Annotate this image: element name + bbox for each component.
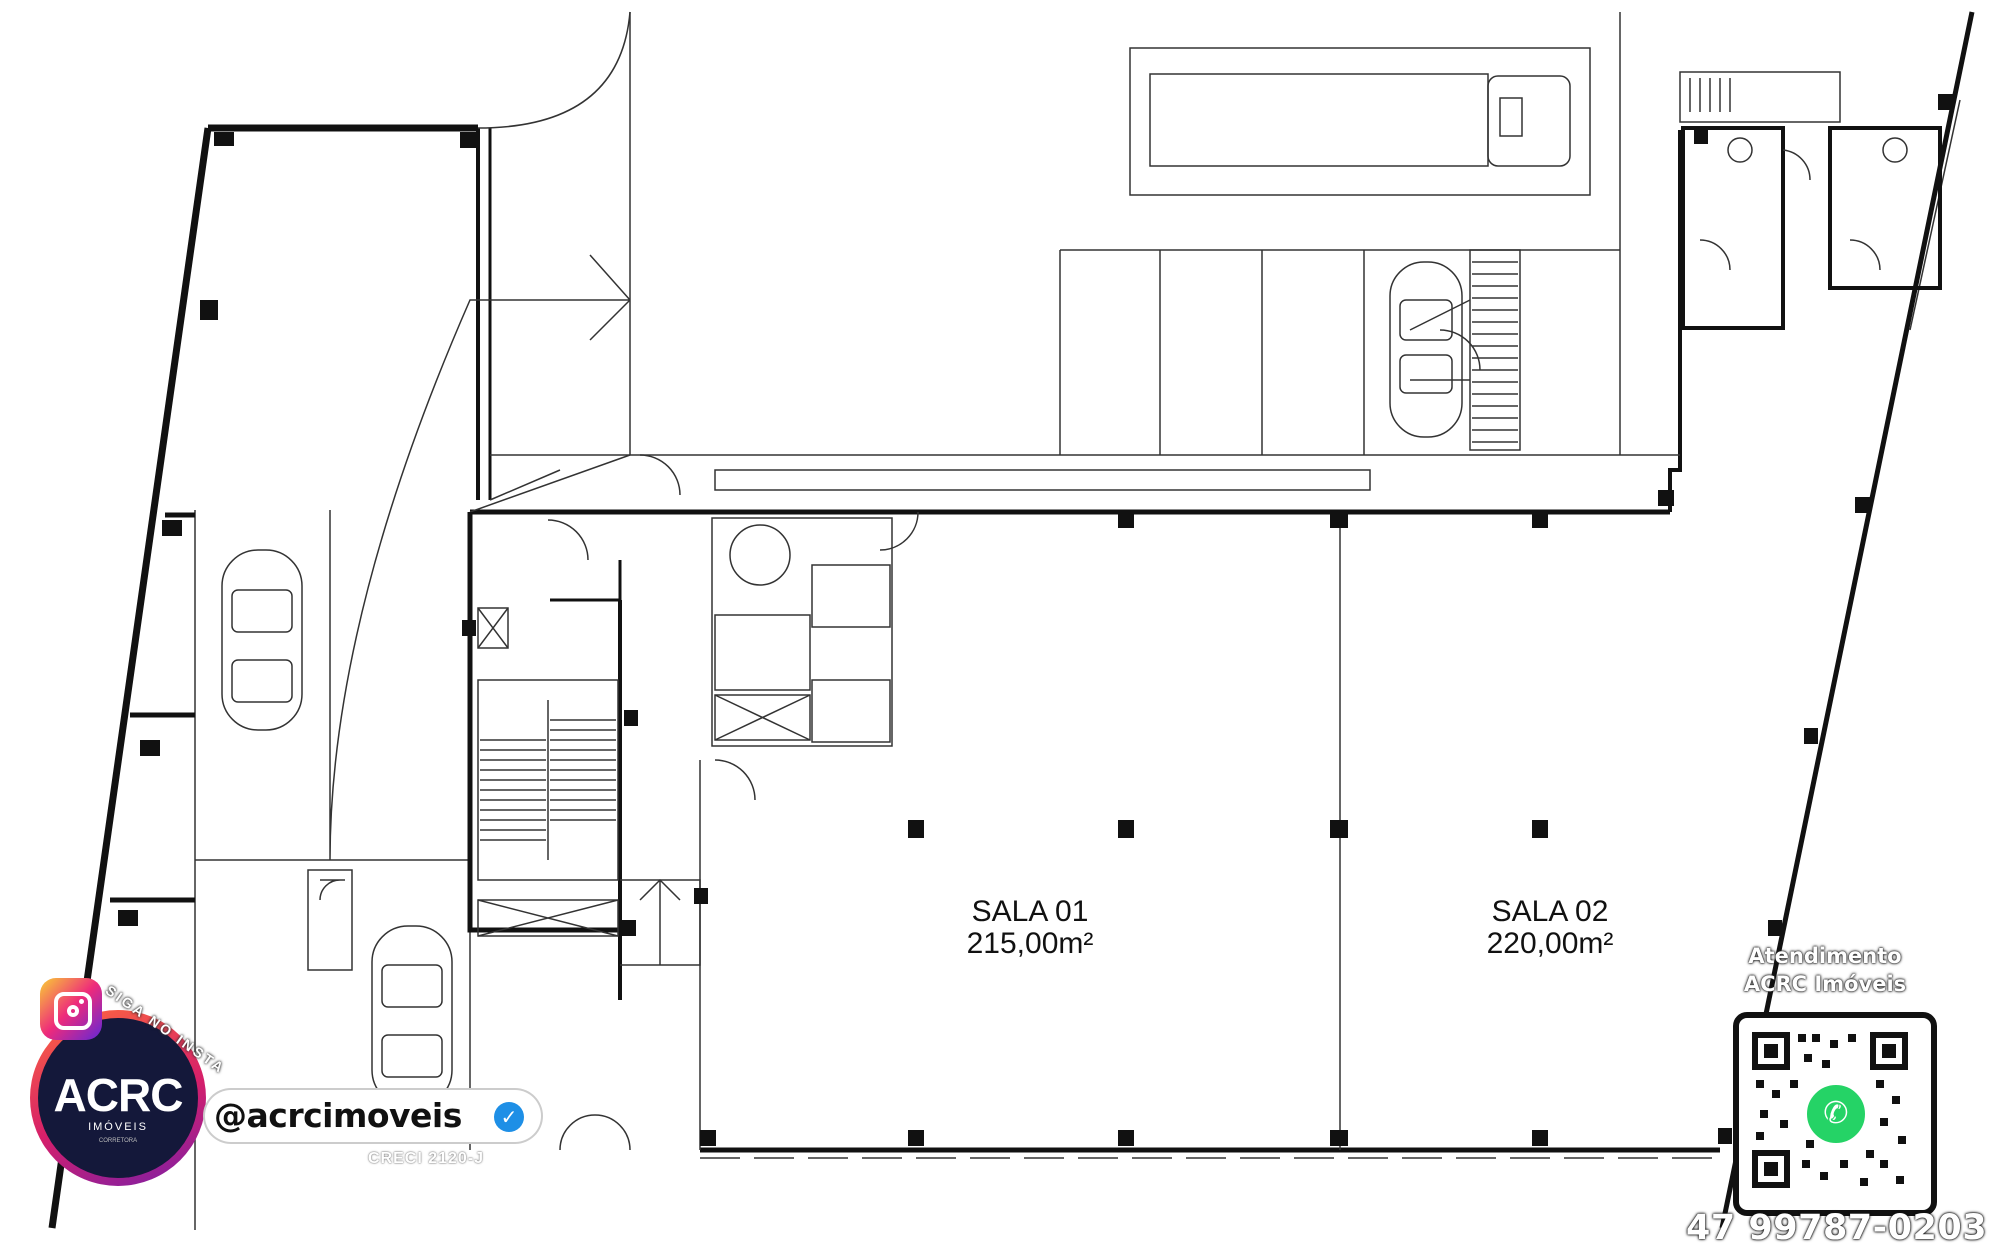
stair-core bbox=[467, 454, 701, 1151]
wc-block-top bbox=[1679, 71, 1942, 330]
room-name: SALA 01 bbox=[971, 895, 1089, 928]
parking-bays bbox=[1059, 12, 1621, 455]
logo-text: ACRC bbox=[53, 1069, 184, 1121]
instagram-handle[interactable]: @acrcimoveis bbox=[214, 1096, 462, 1135]
verified-badge-icon: ✓ bbox=[494, 1102, 524, 1132]
handle-pill[interactable] bbox=[205, 1090, 541, 1142]
room-label-sala-02: SALA 02 220,00m² bbox=[1480, 896, 1620, 960]
contact-heading-line1: Atendimento bbox=[1748, 944, 1902, 968]
logo-subtitle: IMÓVEIS bbox=[88, 1121, 148, 1133]
columns bbox=[118, 94, 1954, 1146]
room-label-sala-01: SALA 01 215,00m² bbox=[960, 896, 1100, 960]
outer-walls bbox=[48, 11, 1975, 1230]
service-block bbox=[699, 511, 919, 1150]
creci-number: CRECI 2120-J bbox=[368, 1150, 485, 1167]
room-area: 220,00m² bbox=[1486, 927, 1614, 960]
room-area: 215,00m² bbox=[966, 927, 1094, 960]
room-name: SALA 02 bbox=[1491, 895, 1609, 928]
logo-tagline: CORRETORA bbox=[98, 1138, 138, 1144]
garage-cars bbox=[221, 549, 453, 1107]
contact-phone[interactable]: 47 99787-0203 bbox=[1686, 1208, 1988, 1248]
whatsapp-icon[interactable]: ✆ bbox=[1804, 1082, 1868, 1146]
instagram-icon[interactable] bbox=[40, 978, 102, 1040]
contact-heading-line2: ACRC Imóveis bbox=[1743, 972, 1907, 996]
